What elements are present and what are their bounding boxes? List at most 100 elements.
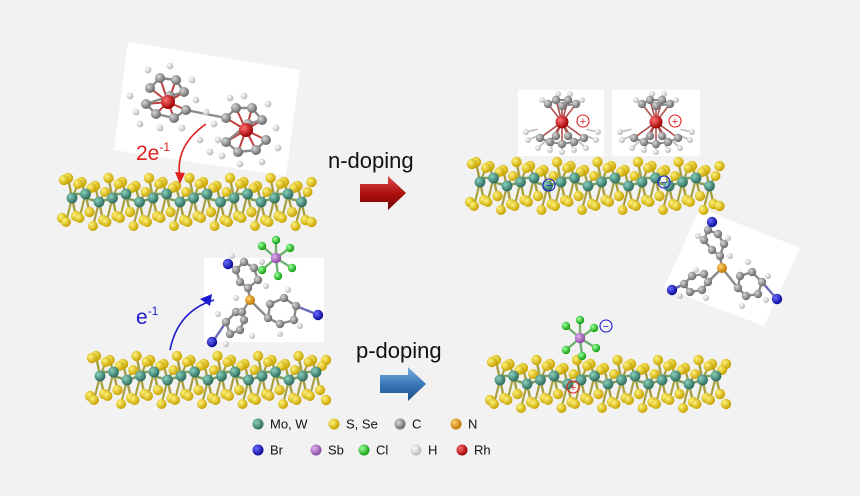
chalcogen-atom xyxy=(84,206,95,218)
chalcogen-atom xyxy=(142,217,152,227)
legend-swatch xyxy=(252,418,264,430)
metal-atom xyxy=(528,172,540,184)
metal-atom xyxy=(629,370,641,382)
carbon-atom xyxy=(645,131,655,141)
metal-atom xyxy=(161,188,172,200)
metal-atom xyxy=(80,188,91,200)
chalcogen-atom xyxy=(302,187,313,197)
carbon-atom xyxy=(557,101,567,111)
legend-swatch xyxy=(310,444,322,456)
chalcogen-atom xyxy=(101,357,111,367)
chalcogen-atom xyxy=(293,350,304,362)
chalcogen-atom xyxy=(590,201,601,211)
hydrogen-atom xyxy=(297,323,303,329)
carbon-atom xyxy=(289,315,299,325)
hydrogen-atom xyxy=(535,145,541,151)
carbon-atom xyxy=(679,279,689,289)
hydrogen-atom xyxy=(136,120,144,128)
sbcl6-anion-top xyxy=(257,235,297,281)
carbon-atom xyxy=(249,263,259,273)
p-doping-arrow xyxy=(380,367,426,401)
metal-atom xyxy=(609,172,621,184)
carbon-atom xyxy=(265,299,275,309)
chalcogen-atom xyxy=(644,197,655,207)
chalcogen-atom xyxy=(88,221,98,231)
chalcogen-atom xyxy=(693,354,704,366)
carbon-atom xyxy=(665,99,675,109)
hydrogen-atom xyxy=(285,287,291,293)
legend-swatch xyxy=(252,444,264,456)
chalcogen-atom xyxy=(651,399,661,409)
chalcogen-atom xyxy=(577,205,587,215)
bromine-atom xyxy=(771,293,783,305)
hydrogen-atom xyxy=(629,145,635,151)
chalcogen-atom xyxy=(552,388,564,400)
legend-label: C xyxy=(412,417,421,432)
charge-circle xyxy=(576,114,590,128)
chalcogen-atom xyxy=(209,365,219,375)
hydrogen-atom xyxy=(210,120,218,128)
two-electron-superscript: -1 xyxy=(159,140,170,154)
hydrogen-atom xyxy=(236,160,244,168)
hydrogen-atom xyxy=(695,233,701,239)
rh-cation-molecule-right xyxy=(617,91,695,155)
chalcogen-atom xyxy=(694,190,706,202)
chalcogen-atom xyxy=(570,399,580,409)
chalcogen-atom xyxy=(209,221,220,231)
metal-atom xyxy=(201,188,213,200)
chalcogen-atom xyxy=(624,395,634,405)
legend-item: Mo, W xyxy=(252,417,308,432)
chalcogen-atom xyxy=(649,369,660,379)
chlorine-atom xyxy=(271,235,281,245)
hydrogen-atom xyxy=(593,137,599,143)
hydrogen-atom xyxy=(166,62,174,70)
carbon-atom xyxy=(637,99,647,109)
chalcogen-atom xyxy=(152,384,164,396)
carbon-atom xyxy=(257,115,267,125)
legend-swatch xyxy=(410,444,422,456)
hydrogen-atom xyxy=(226,94,234,102)
legend-item: S, Se xyxy=(328,417,378,432)
chalcogen-atom xyxy=(670,171,680,181)
chalcogen-atom xyxy=(617,205,628,215)
carbon-atom xyxy=(145,83,155,93)
charge-sign: + xyxy=(672,116,678,128)
chalcogen-atom xyxy=(663,361,673,371)
chalcogen-atom xyxy=(622,361,633,371)
charge-sign: − xyxy=(546,180,552,192)
chalcogen-atom xyxy=(612,354,623,366)
chalcogen-atom xyxy=(101,217,112,227)
hydrogen-atom xyxy=(693,267,699,273)
metal-atom xyxy=(134,196,145,208)
sbcl6-anion-after xyxy=(561,315,601,361)
chalcogen-atom xyxy=(113,179,124,189)
chlorine-atom xyxy=(591,343,601,353)
metal-atom xyxy=(229,366,241,378)
chalcogen-atom xyxy=(609,369,619,379)
chalcogen-atom xyxy=(236,213,247,223)
hydrogen-atom xyxy=(571,147,577,153)
charge-sign: − xyxy=(661,177,667,189)
lattice-atoms xyxy=(484,354,732,413)
metal-atom xyxy=(710,370,722,382)
carbon-atom xyxy=(235,277,245,287)
hydrogen-atom xyxy=(126,92,134,100)
chalcogen-atom xyxy=(481,163,491,173)
chalcogen-atom xyxy=(678,403,688,413)
magic-blue-molecule xyxy=(206,253,324,348)
aminium-cation-panel xyxy=(664,208,800,326)
hydrogen-atom xyxy=(223,341,229,347)
chalcogen-atom xyxy=(528,369,538,379)
carbon-atom xyxy=(235,325,245,335)
chalcogen-atom xyxy=(277,213,287,223)
carbon-atom xyxy=(651,139,661,149)
carbon-atom xyxy=(741,291,751,301)
chalcogen-atom xyxy=(168,365,179,375)
chalcogen-atom xyxy=(532,190,544,202)
metal-atom xyxy=(677,176,688,188)
metal-atom xyxy=(120,188,132,200)
hydrogen-atom xyxy=(214,136,222,144)
metal-atom xyxy=(656,374,668,386)
hydrogen-atom xyxy=(272,124,280,132)
lattice-atoms xyxy=(56,172,317,231)
